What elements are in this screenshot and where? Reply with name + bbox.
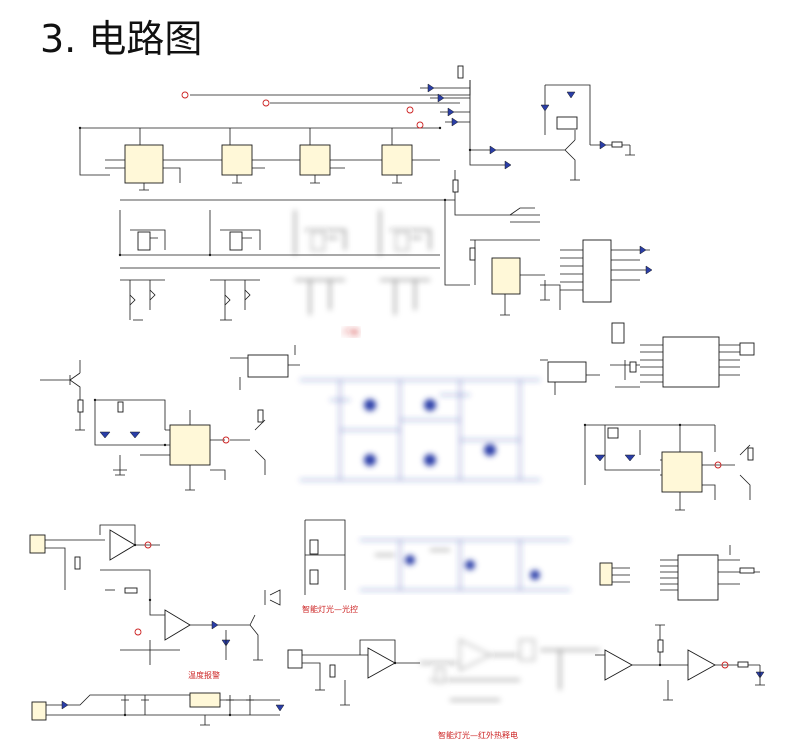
light-control-section (304, 519, 760, 601)
motor-drive-section (230, 322, 755, 481)
timer-section-left (40, 360, 266, 491)
opamp-section (29, 524, 281, 665)
caption-relay-section: 门锁 (343, 327, 359, 337)
caption-smart-lighting: 智能灯光—光控 (302, 604, 358, 614)
flip-flop-chain (79, 65, 635, 191)
timer-section-right (584, 424, 754, 511)
caption-temperature-alarm: 温度报警 (188, 670, 220, 680)
component-reference-marks (78, 126, 682, 717)
relay-lock-section (119, 170, 653, 321)
infrared-amplifier-chain (287, 624, 765, 706)
power-supply-section (31, 692, 285, 726)
page-title: 3. 电路图 (40, 17, 203, 61)
caption-infrared-lighting: 智能灯光—红外热释电 (438, 730, 518, 740)
